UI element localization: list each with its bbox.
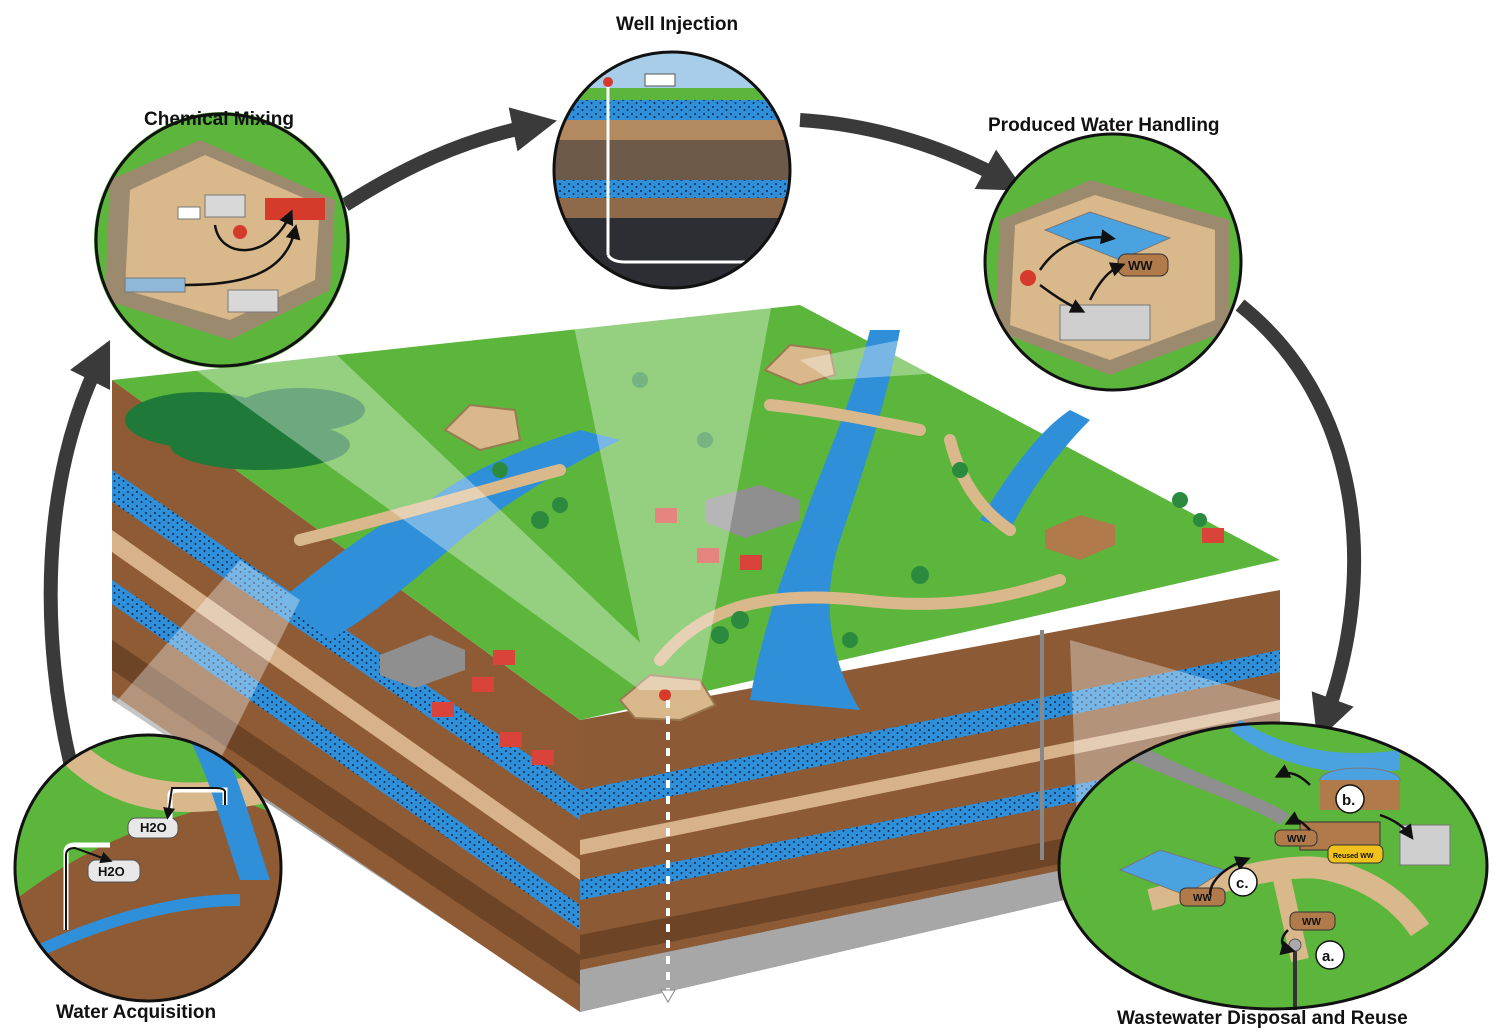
well-pads [443,343,837,722]
chemical-mixing-label: Chemical Mixing [144,109,294,130]
ww-tag-1: WW [1193,893,1212,904]
arrow-acquisition-to-mixing [43,339,111,772]
water-acquisition-callout: H2O H2O [13,733,283,1003]
arrow-mixing-to-injection [341,107,557,211]
houses [432,508,1224,765]
forest [125,388,365,470]
ww-tag-3: WW [1287,834,1306,845]
water-acquisition-label: Water Acquisition [56,1002,217,1023]
cycle-arrows [43,107,1362,772]
produced-water-handling-label: Produced Water Handling [988,115,1220,136]
roads [294,399,1066,666]
marker-c: c. [1236,875,1249,892]
well-injection-callout [552,50,792,290]
wastewater-disposal-reuse-label: Wastewater Disposal and Reuse [1117,1008,1408,1029]
acq-h2o-tag-2: H2O [98,864,125,879]
buildings [380,485,1115,688]
marker-a: a. [1322,948,1335,965]
well-injection-label: Well Injection [616,14,739,35]
arrow-produced-to-wastewater [1235,299,1362,742]
trees [492,372,1207,648]
wastewater-callout: b. c. a. WW WW WW Reused WW [1057,720,1489,1011]
block-top-surface [112,305,1280,720]
marker-b: b. [1342,792,1355,809]
arrow-injection-to-produced [799,113,1025,191]
landscape-block [112,305,1280,1012]
produced-water-callout: WW [983,132,1243,392]
reused-ww-tag: Reused WW [1333,853,1374,860]
acq-h2o-tag-1: H2O [140,820,167,835]
chemical-mixing-callout [94,112,350,368]
produced-ww-tag: WW [1128,258,1153,273]
ww-tag-2: WW [1302,917,1321,928]
